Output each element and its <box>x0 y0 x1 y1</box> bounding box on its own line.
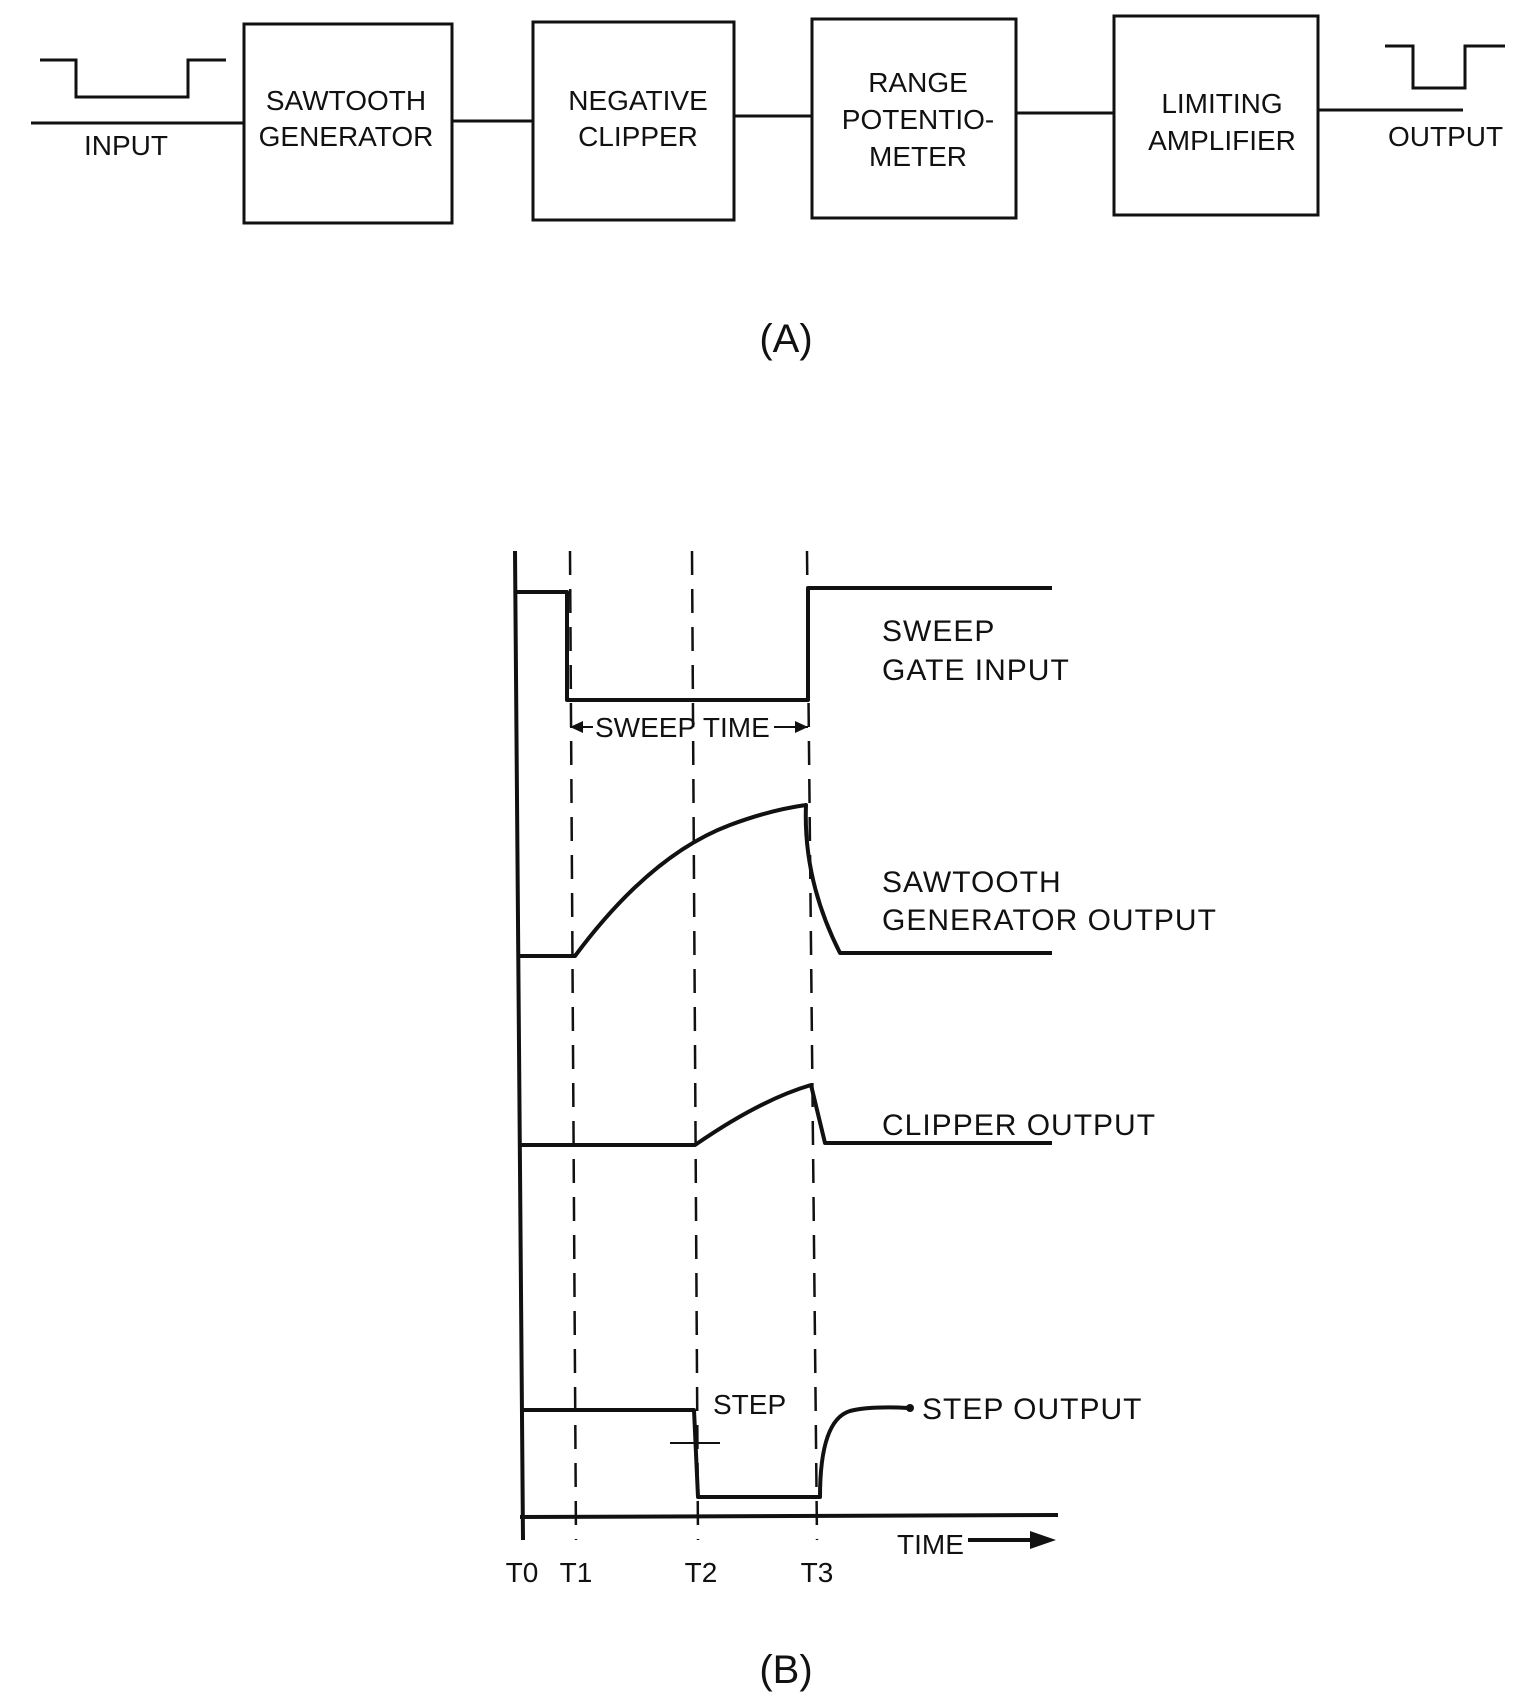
step-marker-label: STEP <box>713 1389 786 1420</box>
t1-marker-line <box>568 550 578 1541</box>
step-output-dot <box>906 1404 914 1412</box>
sweep-gate-label-line1: SWEEP <box>882 615 995 648</box>
tick-label-t3: T3 <box>801 1557 834 1588</box>
range-potentiometer-label-line1: RANGE <box>868 67 968 98</box>
sawtooth-generator-label-line1: SAWTOOTH <box>266 85 426 116</box>
t0-axis-line <box>513 550 525 1541</box>
timing-diagram: SWEEP GATE INPUT SWEEP TIME SAWTOOTH GEN… <box>506 550 1217 1692</box>
output-waveform-icon <box>1385 44 1505 90</box>
negative-clipper-label-line1: NEGATIVE <box>568 85 708 116</box>
limiting-amplifier-label-line2: AMPLIFIER <box>1148 125 1296 156</box>
step-output-label: STEP OUTPUT <box>922 1393 1142 1426</box>
sawtooth-label-line1: SAWTOOTH <box>882 866 1062 899</box>
negative-clipper-block <box>531 20 736 222</box>
sweep-gate-label-line2: GATE INPUT <box>882 654 1070 687</box>
output-label: OUTPUT <box>1388 121 1503 152</box>
t3-marker-line <box>805 550 819 1541</box>
range-potentiometer-label-line3: METER <box>869 141 967 172</box>
sawtooth-generator-block <box>242 22 454 225</box>
tick-label-t0: T0 <box>506 1557 539 1588</box>
range-potentiometer-label-line2: POTENTIO- <box>842 104 994 135</box>
range-potentiometer-block <box>810 17 1018 220</box>
sawtooth-generator-label-line2: GENERATOR <box>259 121 434 152</box>
tick-label-t2: T2 <box>685 1557 718 1588</box>
clipper-waveform <box>520 1083 1052 1147</box>
input-label: INPUT <box>84 130 168 161</box>
negative-clipper-label-line2: CLIPPER <box>578 121 698 152</box>
limiting-amplifier-label-line1: LIMITING <box>1161 88 1282 119</box>
sweep-time-arrowhead-left <box>570 721 583 733</box>
t2-marker-line <box>690 550 700 1541</box>
sawtooth-label-line2: GENERATOR OUTPUT <box>882 904 1217 937</box>
sweep-gate-waveform <box>517 586 1052 702</box>
block-diagram: INPUT SAWTOOTH GENERATOR NEGATIVE CLIPPE… <box>31 14 1505 361</box>
caption-b: (B) <box>759 1648 812 1692</box>
time-axis <box>519 1513 1059 1519</box>
step-waveform <box>522 1405 909 1499</box>
caption-a: (A) <box>759 317 812 361</box>
time-arrowhead <box>1030 1531 1056 1549</box>
input-waveform-icon <box>40 58 226 99</box>
limiting-amplifier-block <box>1112 14 1320 217</box>
sweep-time-arrowhead-right <box>795 721 808 733</box>
tick-label-t1: T1 <box>560 1557 593 1588</box>
sweep-time-label: SWEEP TIME <box>595 712 770 743</box>
time-axis-label: TIME <box>897 1529 964 1560</box>
sawtooth-waveform <box>518 803 1052 958</box>
clipper-label: CLIPPER OUTPUT <box>882 1109 1156 1142</box>
